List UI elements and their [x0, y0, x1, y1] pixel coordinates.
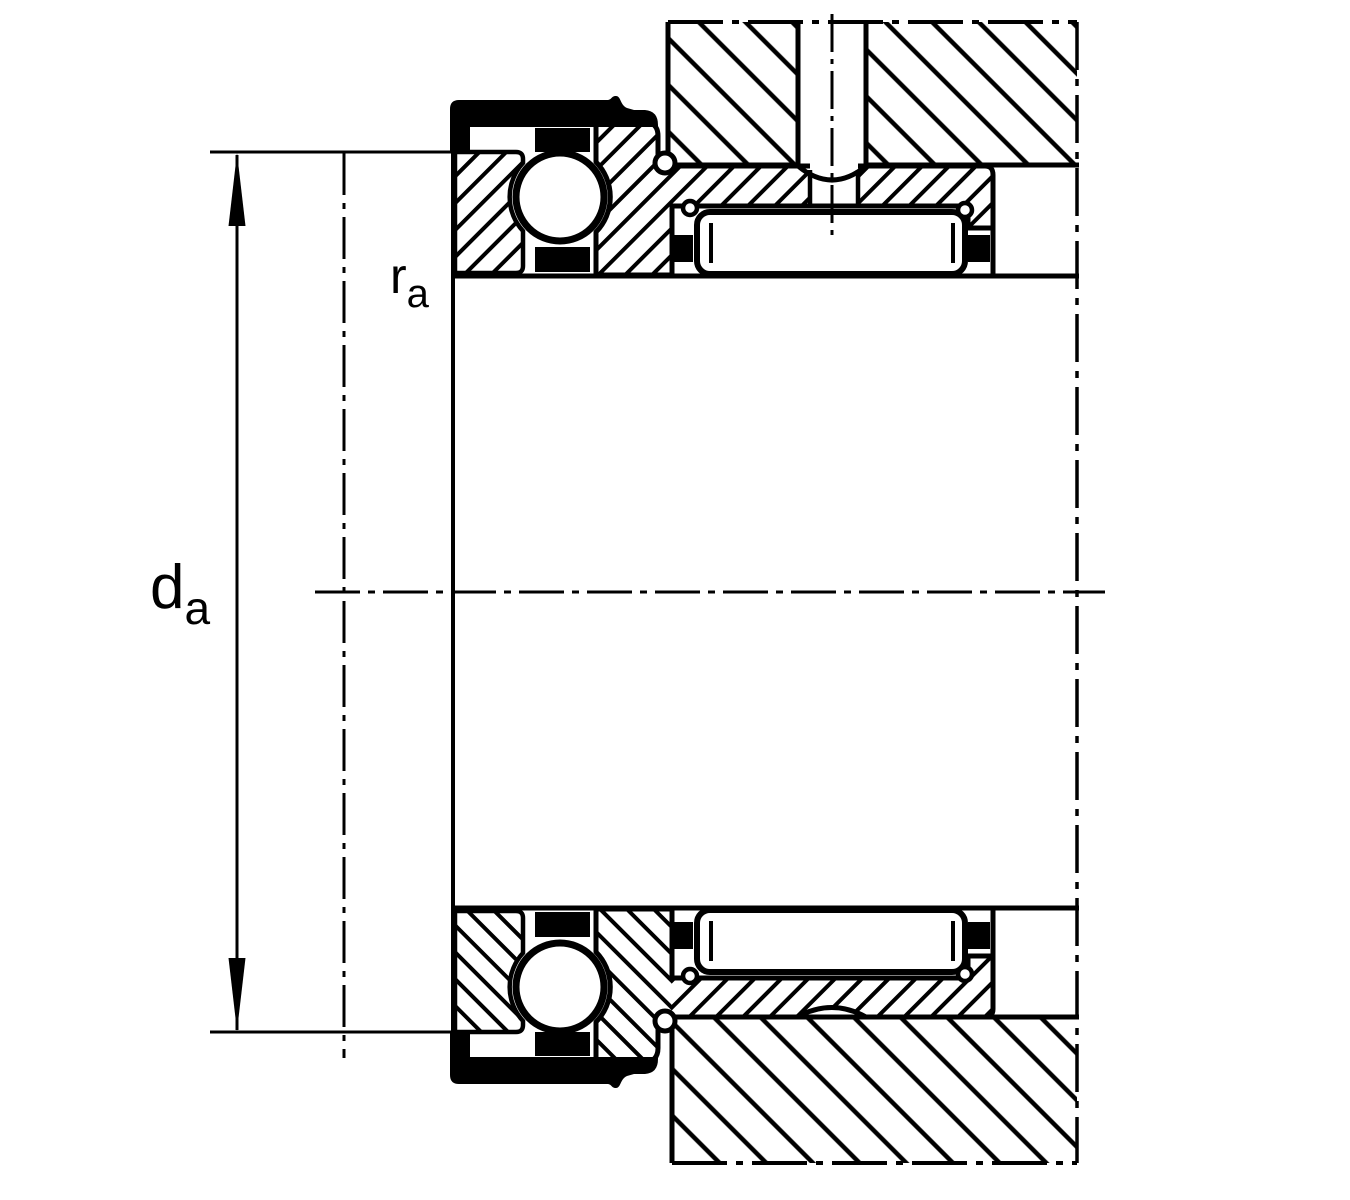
- ball-cage-top-inner: [535, 247, 590, 272]
- oring-bottom: [652, 1008, 678, 1034]
- ball-cage-bottom-outer: [535, 1032, 590, 1056]
- oring-top: [652, 150, 678, 176]
- inner-ring-bottom-body: [452, 908, 526, 1035]
- inner-ring-top-body: [452, 149, 526, 276]
- needle-seal-top-left: [673, 235, 693, 262]
- cage-pin-top-right: [955, 200, 975, 220]
- housing-upper-body: [668, 22, 1077, 165]
- needle-seal-bottom-left: [673, 922, 693, 949]
- needle-seal-bottom-right: [968, 922, 990, 949]
- end-cap-top: [450, 96, 658, 153]
- needle-seal-top-right: [968, 235, 990, 262]
- label-ra: ra: [390, 248, 430, 316]
- cage-pin-bottom-right: [955, 964, 975, 984]
- arrow-down-icon: [228, 958, 246, 1031]
- ball-top: [512, 149, 608, 245]
- cage-pin-top-left: [680, 198, 700, 218]
- end-cap-bottom: [450, 1031, 658, 1088]
- ball-cage-top-outer: [535, 128, 590, 152]
- drill-tip-arc-top: [796, 164, 868, 183]
- arrow-up-icon: [228, 153, 246, 226]
- needle-roller-bottom: [694, 907, 968, 975]
- needle-shell-bottom-body: [672, 956, 993, 1017]
- ball-bottom: [512, 939, 608, 1035]
- ball-cage-bottom-inner: [535, 912, 590, 937]
- outer-ring-top-body: [596, 122, 993, 275]
- outer-ring-bottom-outline: [593, 906, 996, 1065]
- groove-arc-bottom: [795, 1005, 868, 1020]
- cage-pin-bottom-left: [680, 966, 700, 986]
- label-da: da: [150, 553, 210, 634]
- housing-lower-body: [672, 1017, 1077, 1163]
